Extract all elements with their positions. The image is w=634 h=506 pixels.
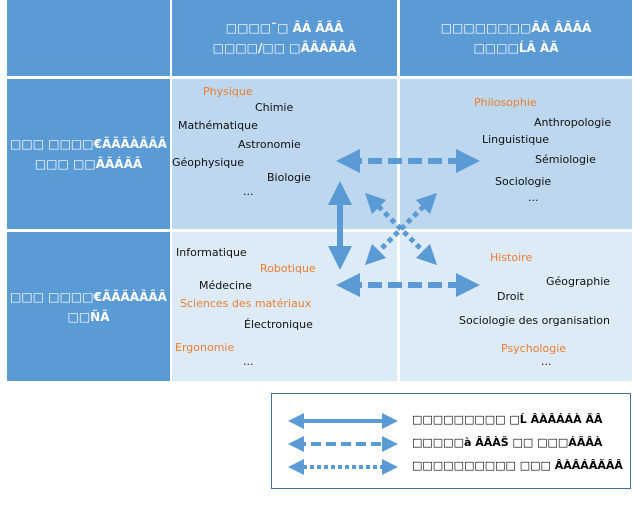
discipline-label: Psychologie (501, 342, 567, 355)
row-label: □□□ □□□□€ÃÃÃÀÂÂÂ (10, 289, 167, 304)
legend-arrows (288, 413, 398, 475)
discipline-label: Droit (497, 290, 524, 303)
discipline-label: ... (528, 191, 539, 204)
discipline-label: Ergonomie (175, 341, 235, 354)
discipline-label: ... (243, 185, 254, 198)
column-header-2: □□□□□□□□ÂÁ ÂÃÂÁ □□□□ĹÂ ÀÃ (400, 0, 632, 76)
header-line: □□□□ĹÂ ÀÃ (473, 41, 559, 55)
discipline-label: Philosophie (474, 96, 537, 109)
row-header-1: □□□ □□□□€ÃÃÃÀÂÂÂ □□□ □□ÂÃÁÃÂ (7, 79, 170, 229)
discipline-label: Médecine (199, 279, 252, 292)
discipline-label: Anthropologie (534, 116, 612, 129)
discipline-label: Sciences des matériaux (180, 297, 312, 310)
legend-label: □□□□□à ÂÂÀŠ □□ □□□ÁÃÂÀ (412, 436, 603, 449)
discipline-label: Robotique (260, 262, 316, 275)
discipline-label: Mathématique (178, 119, 258, 132)
column-header-1: □□□□˜□ ÂÁ ÃÃÂ □□□□/□□ □ÂÂÁÃÂÂ (172, 0, 397, 76)
legend-label: □□□□□□□□□ □Ĺ ÂÀÂÁÁÀ ÃÂ (412, 413, 603, 426)
discipline-label: Histoire (490, 251, 533, 264)
discipline-label: Physique (203, 85, 253, 98)
discipline-label: Géographie (546, 275, 611, 288)
discipline-label: Biologie (267, 171, 311, 184)
discipline-label: Informatique (176, 246, 247, 259)
dotted-arrow-diag-2 (364, 192, 438, 266)
discipline-label: Sociologie des organisation (459, 314, 610, 327)
header-line: □□□□/□□ □ÂÂÁÃÂÂ (212, 41, 357, 55)
row-label: □□□ □□ÂÃÁÃÂ (34, 157, 143, 171)
discipline-label: Astronomie (238, 138, 301, 151)
legend: □□□□□□□□□ □Ĺ ÂÀÂÁÁÀ ÃÂ □□□□□à ÂÂÀŠ □□ □□… (271, 393, 631, 489)
legend-label: □□□□□□□□□□ □□□ ÂÀÂÁÂÃÂÂ (412, 459, 623, 472)
discipline-label: Sémiologie (535, 153, 596, 166)
discipline-label: Linguistique (482, 133, 549, 146)
discipline-label: Sociologie (495, 175, 552, 188)
cell-bottom-left (172, 232, 397, 381)
discipline-label: Électronique (244, 318, 313, 331)
row-label: □□□ □□□□€ÃÃÃÀÂÂÂ (10, 137, 167, 151)
discipline-label: ... (541, 355, 552, 368)
discipline-label: Géophysique (172, 156, 244, 169)
discipline-label: Chimie (255, 101, 294, 114)
cell-bottom-right (400, 232, 632, 381)
header-line: □□□□˜□ ÂÁ ÃÃÂ (225, 21, 344, 35)
discipline-label: ... (243, 355, 254, 368)
corner-header (7, 0, 170, 76)
row-header-2: □□□ □□□□€ÃÃÃÀÂÂÂ □□ÑÃ (7, 232, 170, 381)
header-line: □□□□□□□□ÂÁ ÂÃÂÁ (440, 21, 592, 35)
row-label: □□ÑÃ (67, 309, 110, 324)
